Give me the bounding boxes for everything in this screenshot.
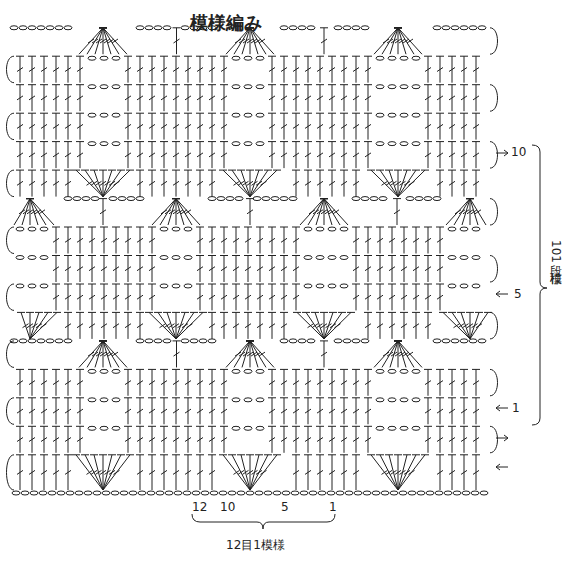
repeat-note: 10段1模様 xyxy=(549,240,563,263)
row-number: 1 xyxy=(329,500,337,514)
row-arrows xyxy=(496,150,508,470)
stitch-symbols xyxy=(7,26,498,495)
row-number: 12 xyxy=(192,500,207,514)
row-number: 10 xyxy=(220,500,235,514)
repeat-bracket xyxy=(532,145,547,425)
repeat-note: 12目1模様 xyxy=(226,538,285,552)
row-number: 5 xyxy=(514,287,522,301)
repeat-bracket xyxy=(192,514,335,529)
row-number: 5 xyxy=(281,500,289,514)
row-number: 1 xyxy=(512,401,520,415)
row-number: 10 xyxy=(511,145,526,159)
chart-title: 模様編み xyxy=(190,12,262,34)
